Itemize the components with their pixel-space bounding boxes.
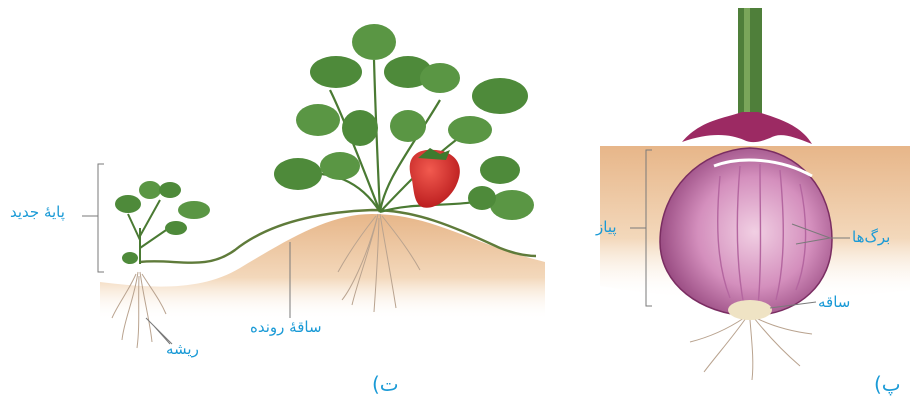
strawberry-fruit — [410, 148, 460, 208]
label-onion: پیاز — [596, 220, 617, 235]
label-new-plant: پایهٔ جدید — [10, 205, 65, 220]
panel-letter-strawberry: ت) — [372, 374, 399, 394]
label-root: ریشه — [166, 342, 199, 357]
onion-basal-stem — [728, 300, 772, 320]
onion-roots — [690, 318, 812, 380]
label-leaves: برگ‌ها — [852, 230, 890, 245]
new-plant — [115, 181, 210, 264]
label-stem: ساقه — [818, 295, 850, 310]
strawberry-illustration — [100, 24, 545, 348]
label-runner-stem: ساقهٔ رونده — [250, 320, 322, 335]
mother-plant-leaves — [274, 24, 534, 220]
panel-letter-onion: پ) — [874, 374, 901, 394]
bracket-new-plant — [98, 164, 104, 272]
onion-crown — [682, 112, 812, 144]
